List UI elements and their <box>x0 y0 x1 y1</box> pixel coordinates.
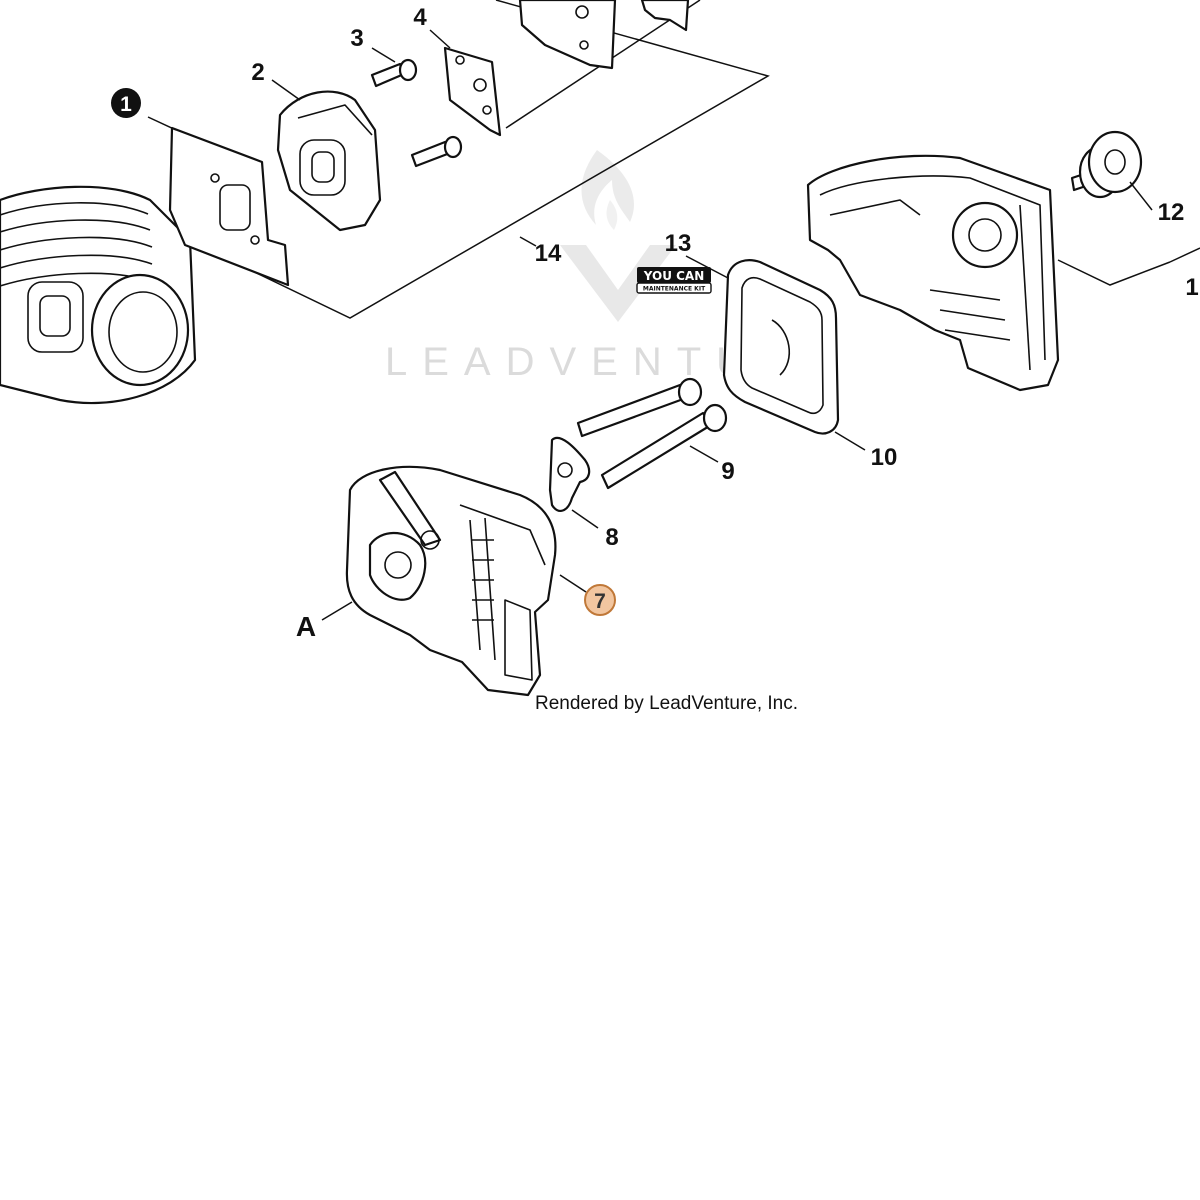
callout-8[interactable]: 8 <box>605 524 618 551</box>
badge-line-2: MAINTENANCE KIT <box>643 286 706 293</box>
callout-11[interactable]: 1 <box>1185 274 1198 301</box>
cylinder-part <box>0 185 197 405</box>
filter-frame-part <box>722 259 840 435</box>
callout-13[interactable]: 13 <box>665 230 692 257</box>
callout-7-circle <box>584 584 616 616</box>
callout-1[interactable]: 1 <box>111 88 141 118</box>
callout-A[interactable]: A <box>296 611 316 642</box>
callout-9[interactable]: 9 <box>721 458 734 485</box>
knob-part <box>1070 130 1143 199</box>
callout-7-label: 7 <box>594 590 606 613</box>
callout-14[interactable]: 14 <box>535 240 562 267</box>
screw-top-part <box>370 58 418 88</box>
top-plate-part <box>518 0 617 70</box>
credit-text: Rendered by LeadVenture, Inc. <box>535 693 798 714</box>
bolt-upper-part <box>576 377 703 438</box>
gasket-part <box>168 126 290 287</box>
maintenance-kit-badge: YOU CAN MAINTENANCE KIT <box>636 267 712 294</box>
callout-1-label: 1 <box>120 93 132 116</box>
callout-12[interactable]: 12 <box>1158 199 1185 226</box>
callout-10[interactable]: 10 <box>871 444 898 471</box>
badge-line-1: YOU CAN <box>643 269 705 283</box>
leader-lines <box>147 29 1200 621</box>
callout-7-highlighted[interactable]: 7 <box>584 584 616 616</box>
top-gasket-part <box>640 0 690 32</box>
housing-part <box>806 154 1060 392</box>
callout-1-circle <box>111 88 141 118</box>
watermark-logo <box>560 150 676 322</box>
screw-bottom-part <box>410 135 463 168</box>
callout-3[interactable]: 3 <box>350 25 363 52</box>
bracket-part <box>548 436 591 512</box>
flange-part <box>276 90 382 232</box>
front-cover-part <box>345 465 557 697</box>
bolt-lower-part <box>600 403 728 490</box>
small-gasket-part <box>443 46 502 137</box>
callout-4[interactable]: 4 <box>413 4 427 31</box>
callout-2[interactable]: 2 <box>251 59 264 86</box>
